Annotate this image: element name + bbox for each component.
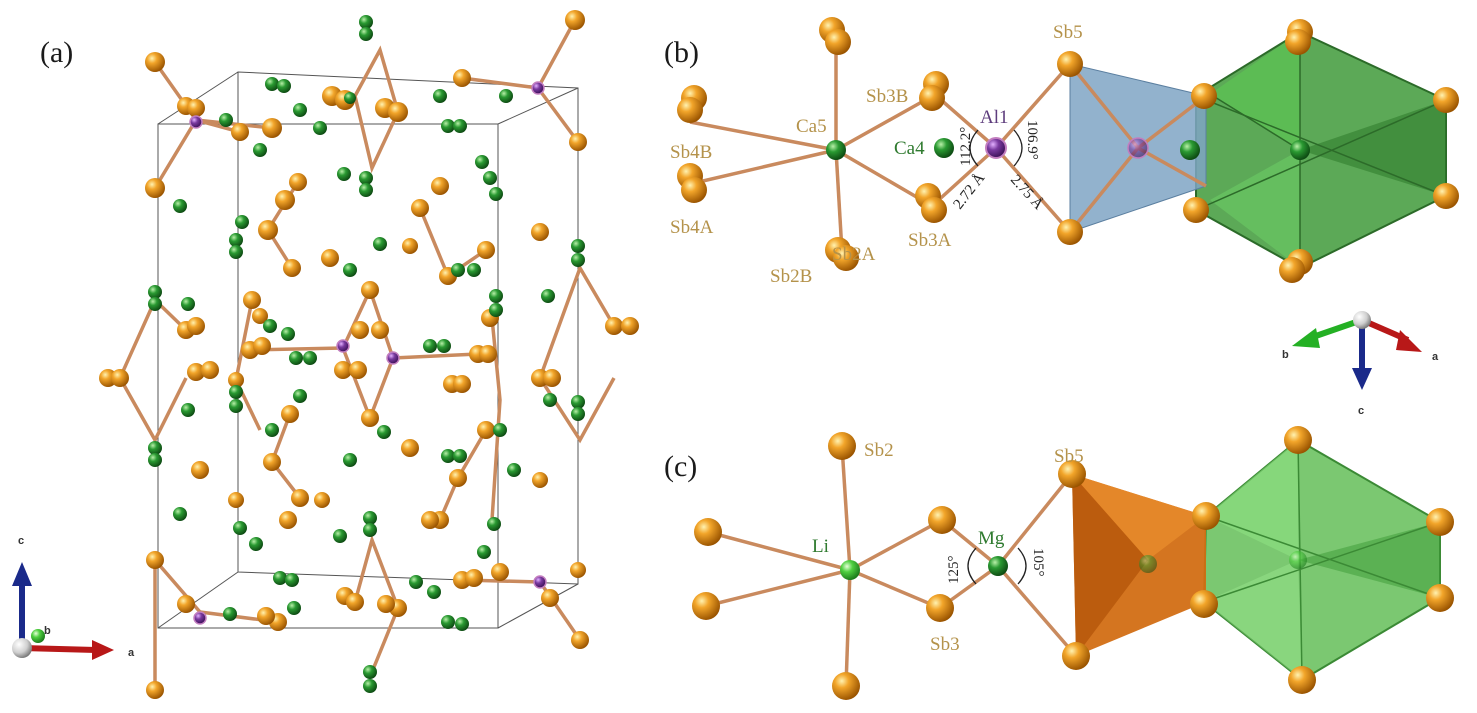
panel-c: (c) <box>664 426 1454 700</box>
panel-a-ca-atoms <box>148 15 585 693</box>
distance-label-d2: 2.75 Å <box>1007 172 1046 213</box>
panel-b-angle-arcs <box>969 129 1023 167</box>
li-atom-in-octahedron <box>1289 551 1307 569</box>
label-sb3a: Sb3A <box>908 230 952 251</box>
angle-label-b-left: 112.2° <box>958 127 974 166</box>
panel-c-sb-atoms <box>692 426 1454 700</box>
label-sb2b: Sb2B <box>770 266 812 287</box>
label-sb3b: Sb3B <box>866 86 908 107</box>
axis-triad-a: c b a <box>12 535 135 660</box>
panel-a-al-atoms <box>189 81 547 625</box>
label-sb5-c: Sb5 <box>1054 446 1084 467</box>
mg-atom <box>988 556 1008 576</box>
panel-b: (b) <box>664 17 1459 417</box>
octahedron-b <box>1195 30 1447 270</box>
distance-label-d1: 2.72 Å <box>951 170 989 212</box>
axis-a-label-a: a <box>128 647 135 659</box>
al1-atom <box>985 137 1007 159</box>
axis-a-label-b: a <box>1432 351 1439 363</box>
panel-b-ca-atoms <box>826 138 1310 160</box>
axis-triad-b: b a c <box>1282 311 1439 417</box>
label-sb4a: Sb4A <box>670 217 714 238</box>
panel-c-label: (c) <box>664 450 697 483</box>
label-ca5: Ca5 <box>796 116 827 137</box>
label-ca4: Ca4 <box>894 138 925 159</box>
angle-label-b-right: 106.9° <box>1024 120 1040 160</box>
octahedron-c <box>1202 438 1441 682</box>
tetrahedron-c <box>1072 474 1206 656</box>
axis-b-label-a: b <box>44 625 51 637</box>
al-atom-in-tetrahedron <box>1127 137 1149 159</box>
label-mg: Mg <box>978 528 1005 549</box>
panel-b-label: (b) <box>664 36 699 69</box>
label-sb3-c: Sb3 <box>930 634 960 655</box>
panel-c-angle-arcs <box>967 547 1027 585</box>
mg-atom-in-tetrahedron <box>1139 555 1157 573</box>
label-sb2a: Sb2A <box>832 244 876 265</box>
axis-b-label-b: b <box>1282 349 1289 361</box>
angle-label-c-right: 105° <box>1030 548 1046 577</box>
label-sb5-b: Sb5 <box>1053 22 1083 43</box>
label-sb4b: Sb4B <box>670 142 712 163</box>
label-li: Li <box>812 536 829 557</box>
label-al1: Al1 <box>980 107 1009 128</box>
panel-a-label: (a) <box>40 36 73 69</box>
panel-a-sb-atoms <box>99 10 639 699</box>
axis-c-label-b: c <box>1358 405 1364 417</box>
label-sb2-c: Sb2 <box>864 440 894 461</box>
axis-c-label-a: c <box>18 535 24 547</box>
panel-b-sb-atoms <box>677 17 1459 283</box>
panel-a: (a) <box>12 10 639 699</box>
li-atom <box>840 560 860 580</box>
panel-c-bonds <box>705 445 1078 687</box>
angle-label-c-left: 125° <box>946 556 962 585</box>
